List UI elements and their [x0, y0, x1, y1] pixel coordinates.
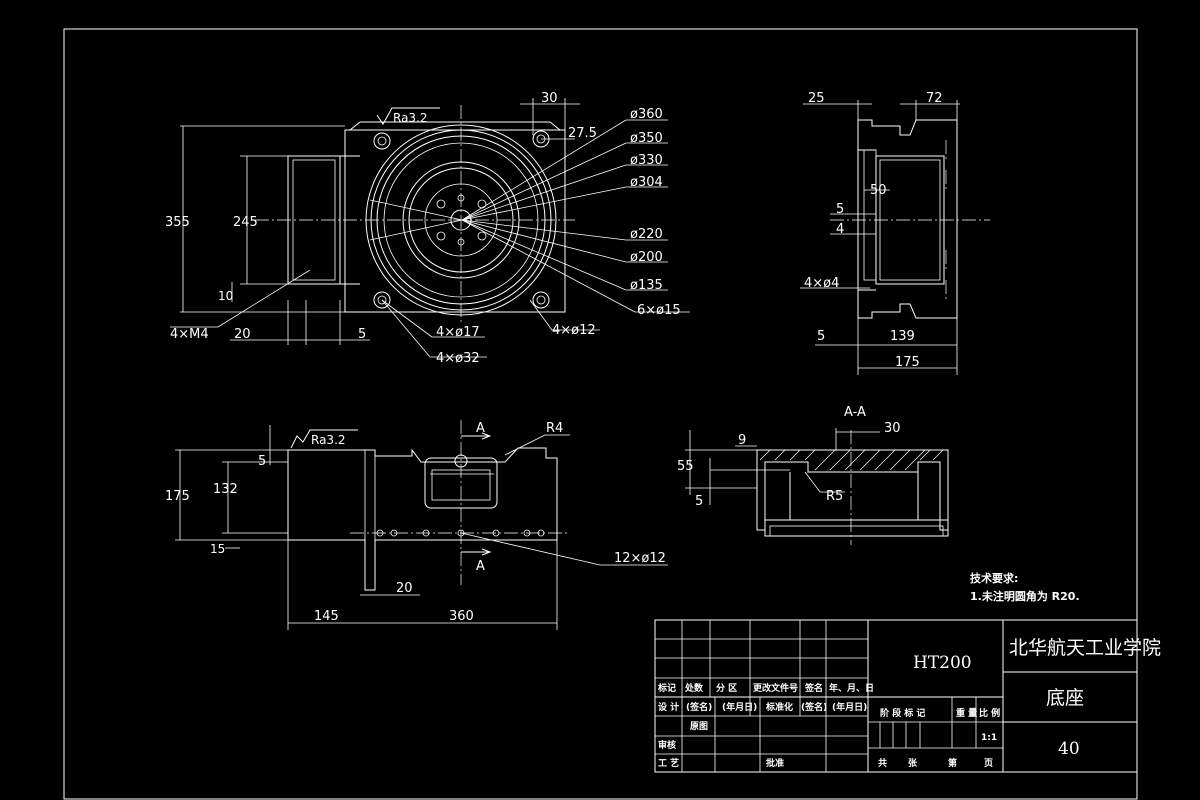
dim-360: 360	[449, 609, 474, 624]
dim-72: 72	[926, 91, 943, 106]
dim-5-side: 5	[836, 202, 844, 217]
dim-12xo12: 12×ø12	[614, 551, 666, 566]
footer-sheets: 张	[908, 757, 918, 769]
sheet-border	[63, 28, 1138, 800]
label-change-doc: 更改文件号	[753, 682, 798, 694]
section-view-labels: A-A 30 9 55 5 R5	[677, 405, 901, 509]
title-block-labels: 标记 处数 分 区 更改文件号 签名 年、月、日 设 计 (签名) (年月日) …	[657, 637, 1161, 769]
section-title: A-A	[844, 405, 866, 420]
dia-350: ø350	[630, 131, 663, 146]
roughness-top: Ra3.2	[393, 111, 428, 125]
label-standard-sign: (签名)	[801, 701, 827, 713]
dim-175-front: 175	[165, 489, 190, 504]
footer-total: 共	[878, 757, 887, 769]
section-mark-bottom: A	[476, 559, 485, 574]
dim-5-front: 5	[258, 454, 266, 469]
dim-r5: R5	[826, 489, 843, 504]
dim-30-section: 30	[884, 421, 901, 436]
label-standard: 标准化	[765, 701, 793, 713]
dia-220: ø220	[630, 227, 663, 242]
front-view-labels: Ra3.2 5 175 132 15 20 145 360 R4 12×ø12 …	[165, 421, 666, 624]
label-date: 年、月、日	[829, 682, 874, 694]
dim-132: 132	[213, 482, 238, 497]
dim-145: 145	[314, 609, 339, 624]
dim-4xo4: 4×ø4	[804, 276, 839, 291]
dim-355: 355	[165, 215, 190, 230]
roughness-front: Ra3.2	[311, 433, 346, 447]
label-scale: 比 例	[979, 707, 1000, 719]
tech-req-title: 技术要求:	[970, 571, 1018, 585]
material: HT200	[913, 653, 972, 673]
label-count: 处数	[684, 682, 704, 694]
dia-6x15: 6×ø15	[637, 303, 681, 318]
label-check: 审核	[658, 739, 676, 751]
label-weight: 重 量	[956, 707, 977, 719]
label-extra: 原图	[690, 721, 708, 732]
scale-value: 1:1	[981, 733, 997, 743]
top-view-labels: Ra3.2 355 245 10 4×M4 20 5 30 27.5 ø360 …	[165, 91, 681, 366]
dia-200: ø200	[630, 250, 663, 265]
dim-27-5: 27.5	[568, 126, 597, 141]
footer-no: 第	[948, 757, 957, 769]
dim-5-section: 5	[695, 494, 703, 509]
dim-4xm4: 4×M4	[170, 327, 209, 342]
dim-5-top: 5	[358, 327, 366, 342]
dim-4-side: 4	[836, 222, 844, 237]
label-sign: 签名	[804, 682, 823, 694]
dim-30-top: 30	[541, 91, 558, 106]
technical-requirements: 技术要求: 1.未注明圆角为 R20.	[970, 571, 1080, 603]
label-standard-date: (年月日)	[832, 701, 867, 713]
section-hatch	[759, 449, 944, 471]
label-process: 工 艺	[658, 757, 679, 769]
school-name: 北华航天工业学院	[1009, 637, 1161, 659]
dia-304: ø304	[630, 175, 663, 190]
title-block	[654, 619, 1138, 773]
top-view	[170, 98, 690, 358]
dim-50: 50	[870, 183, 887, 198]
section-mark-top: A	[476, 421, 485, 436]
label-stage: 阶 段 标 记	[880, 707, 925, 719]
label-mark: 标记	[657, 682, 676, 694]
dia-360: ø360	[630, 107, 663, 122]
dia-330: ø330	[630, 153, 663, 168]
label-zone: 分 区	[716, 682, 737, 694]
part-number: 40	[1058, 739, 1080, 759]
dim-25: 25	[808, 91, 825, 106]
front-view	[175, 420, 668, 630]
dim-20-front: 20	[396, 581, 413, 596]
side-view-labels: 25 72 50 5 4 4×ø4 5 139 175	[804, 91, 943, 370]
section-view	[685, 428, 949, 545]
part-name: 底座	[1046, 687, 1084, 709]
dim-175-side: 175	[895, 355, 920, 370]
tech-req-item-1: 1.未注明圆角为 R20.	[970, 589, 1080, 603]
dim-10: 10	[218, 289, 233, 303]
dim-r4: R4	[546, 421, 563, 436]
label-design-sign: (签名)	[686, 701, 712, 713]
label-design: 设 计	[658, 701, 679, 713]
dim-55: 55	[677, 459, 694, 474]
dim-139: 139	[890, 329, 915, 344]
footer-page: 页	[984, 758, 993, 769]
dia-135: ø135	[630, 278, 663, 293]
dim-245: 245	[233, 215, 258, 230]
hole-4x32: 4×ø32	[436, 351, 480, 366]
dim-15: 15	[210, 542, 225, 556]
hole-4x17: 4×ø17	[436, 325, 480, 340]
label-approve: 批准	[766, 757, 784, 769]
hole-4x12: 4×ø12	[552, 323, 596, 338]
dim-5-side-b: 5	[817, 329, 825, 344]
side-view	[800, 100, 990, 375]
dim-20-top: 20	[234, 327, 251, 342]
label-design-date: (年月日)	[722, 701, 757, 713]
dim-9: 9	[738, 433, 746, 448]
